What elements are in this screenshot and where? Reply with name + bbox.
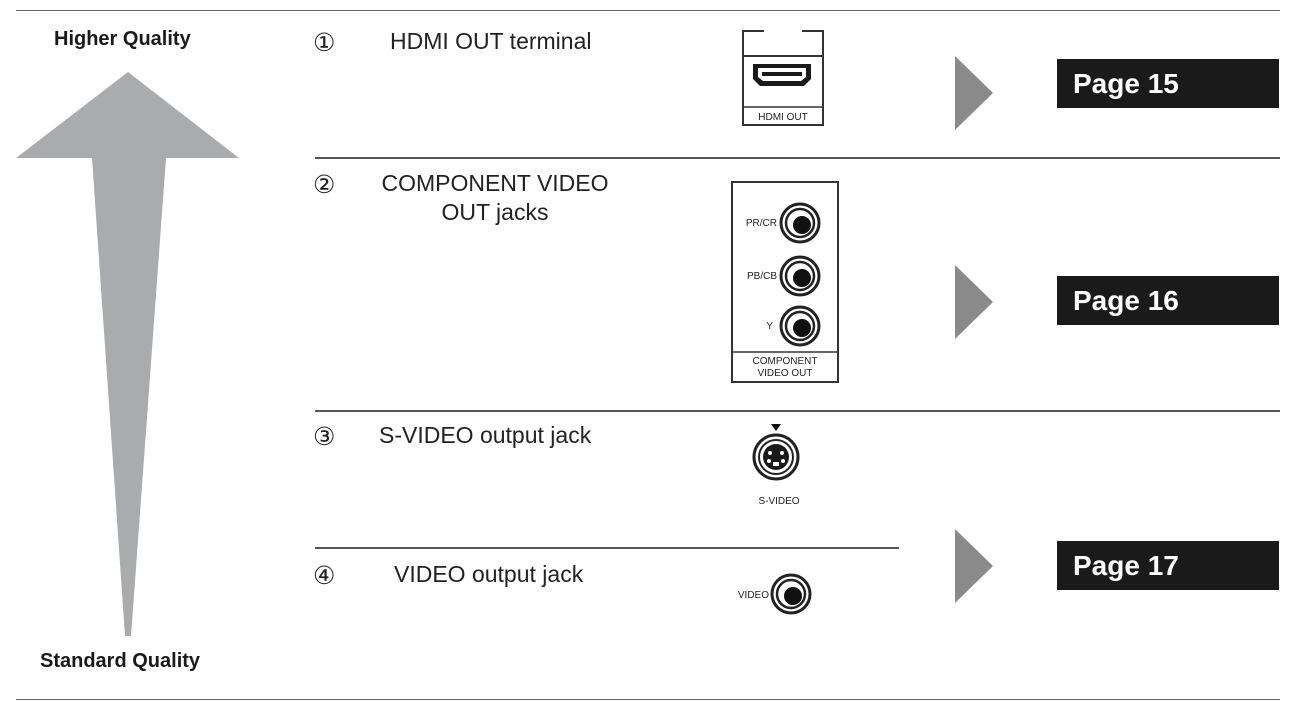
top-rule — [16, 10, 1280, 11]
pointer-triangle-icon — [955, 56, 993, 130]
quality-arrow-icon — [16, 72, 239, 636]
bottom-rule — [16, 699, 1280, 700]
pointer-triangle-icon — [955, 265, 993, 339]
hdmi-port-icon: HDMI OUT — [742, 30, 824, 126]
component-label-line-2: VIDEO OUT — [757, 368, 812, 379]
pointer-triangle-icon — [955, 529, 993, 603]
page-16-reference: Page 16 — [1057, 276, 1279, 325]
row-3-label: S-VIDEO output jack — [379, 422, 592, 448]
standard-quality-label: Standard Quality — [40, 650, 201, 672]
row-4-number: ④ — [313, 562, 336, 590]
svideo-jack-icon: S-VIDEO — [752, 424, 800, 507]
row-1-number: ① — [313, 29, 336, 57]
hdmi-jack-label: HDMI OUT — [758, 112, 807, 123]
row-2-label: COMPONENT VIDEO OUT jacks — [360, 170, 630, 226]
separator-row-1 — [315, 157, 1280, 159]
svideo-jack-label: S-VIDEO — [758, 496, 799, 507]
component-jacks-icon: PR/CR PB/CB Y COMPONENT VIDEO OUT — [731, 181, 839, 383]
row-1-label: HDMI OUT terminal — [390, 28, 592, 54]
video-jack-icon: VIDEO — [738, 573, 812, 615]
higher-quality-label: Higher Quality — [54, 28, 191, 50]
separator-row-2 — [315, 410, 1280, 412]
row-2-label-line-1: COMPONENT VIDEO — [381, 170, 609, 196]
pb-jack-label: PB/CB — [747, 271, 777, 282]
row-2-label-line-2: OUT jacks — [441, 199, 549, 225]
component-label-line-1: COMPONENT — [753, 356, 818, 367]
pr-jack-label: PR/CR — [746, 218, 777, 229]
row-4-label: VIDEO output jack — [394, 561, 584, 587]
y-jack-label: Y — [766, 321, 773, 332]
video-jack-label: VIDEO — [738, 590, 769, 601]
page-15-reference: Page 15 — [1057, 59, 1279, 108]
row-2-number: ② — [313, 171, 336, 199]
page-17-reference: Page 17 — [1057, 541, 1279, 590]
row-3-number: ③ — [313, 423, 336, 451]
separator-row-3 — [315, 547, 899, 549]
